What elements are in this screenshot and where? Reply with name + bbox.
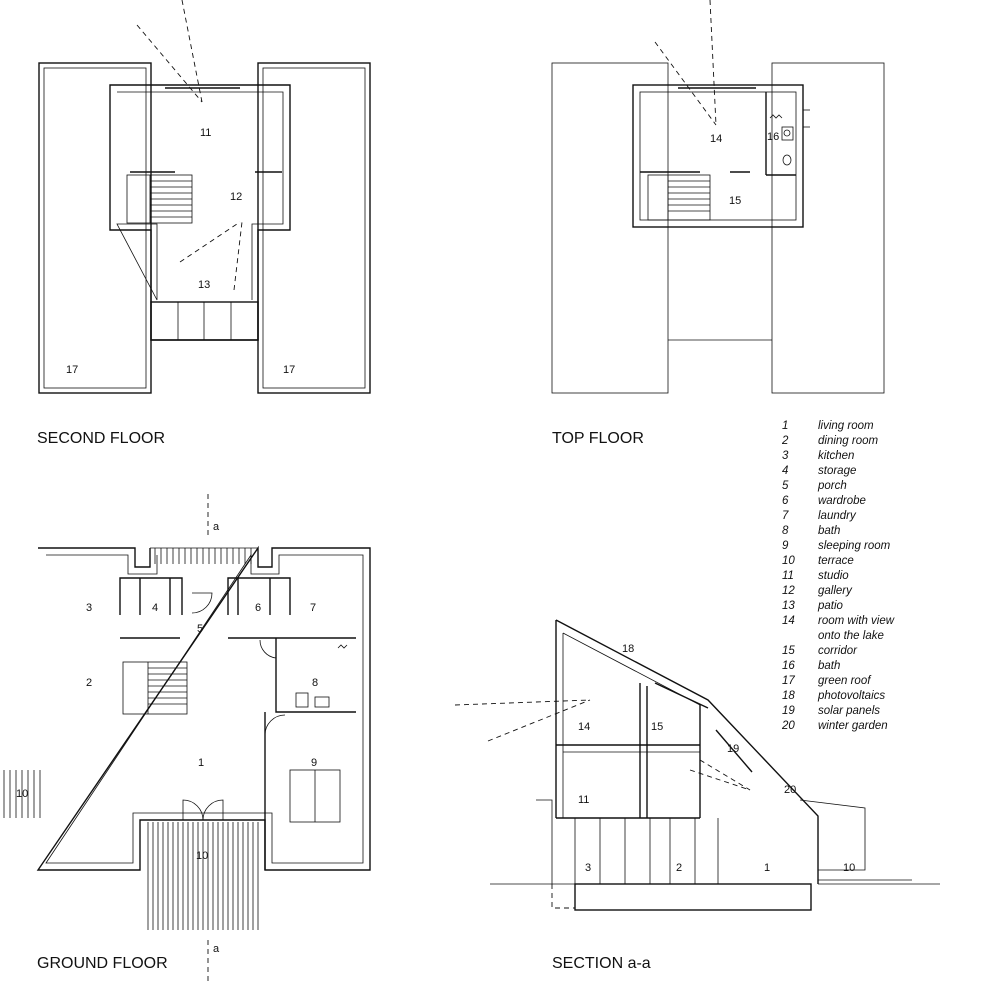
storage-room [119,577,183,615]
label-2: 2 [86,677,92,689]
second-floor-plan: 11 12 13 17 17 [38,0,371,394]
ground-slab [574,883,812,911]
section-label-1: 1 [764,862,770,874]
label-8: 8 [312,677,318,689]
label-17-left: 17 [66,364,78,376]
section-label-15: 15 [651,721,663,733]
green-roof-left [38,62,152,394]
section-marker-top: a [213,521,220,533]
ground-outer-wall [36,545,371,871]
top-floor-plan: 14 15 16 [551,0,885,394]
label-1: 1 [198,757,204,769]
label-12: 12 [230,191,242,203]
label-6: 6 [255,602,261,614]
section-marker-bottom: a [213,943,220,955]
section-label-10: 10 [843,862,855,874]
label-14: 14 [710,133,722,145]
label-11: 11 [200,127,211,139]
label-7: 7 [310,602,316,614]
stair-ground [122,661,188,715]
label-15: 15 [729,195,741,207]
legend-item: onto the lake [818,630,884,642]
top-floor-block [632,84,804,228]
title-top-floor: TOP FLOOR [552,430,644,447]
section-label-18: 18 [622,643,634,655]
title-ground-floor: GROUND FLOOR [37,955,168,972]
title-section: SECTION a-a [552,955,651,972]
section-label-14: 14 [578,721,590,733]
title-second-floor: SECOND FLOOR [37,430,165,447]
section-label-2: 2 [676,862,682,874]
green-roof-right [257,62,371,394]
section-drawing: 18 14 15 19 11 20 3 2 1 10 [454,619,940,911]
ground-floor-plan: a a [3,494,371,984]
stair-top [647,174,711,221]
section-label-19: 19 [727,743,739,755]
label-13: 13 [198,279,210,291]
section-label-20: 20 [784,784,796,796]
section-envelope [555,619,819,884]
section-label-3: 3 [585,862,591,874]
roof-outline-left [551,62,669,394]
bath-room [275,638,356,713]
label-17-right: 17 [283,364,295,376]
label-9: 9 [311,757,317,769]
wardrobe-room [227,577,291,615]
label-5: 5 [197,623,203,635]
label-4: 4 [152,602,158,614]
roof-outline-right [771,62,885,394]
label-10-south: 10 [196,850,208,862]
label-10-left: 10 [16,788,28,800]
label-3: 3 [86,602,92,614]
section-label-11: 11 [578,794,589,806]
label-16: 16 [767,131,779,143]
